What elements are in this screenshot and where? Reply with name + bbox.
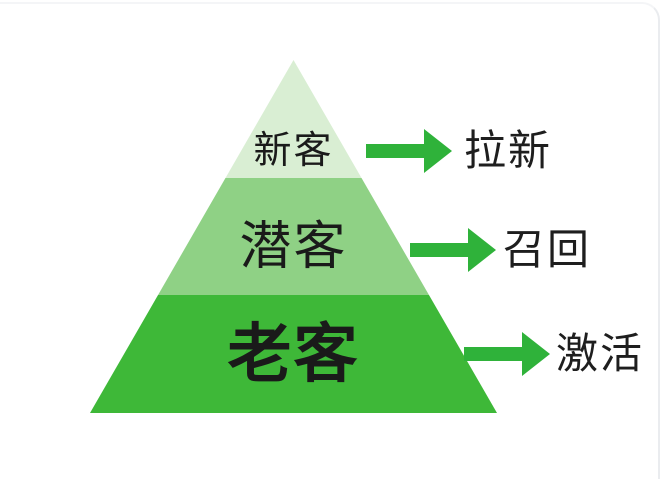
tier-label-new-customers: 新客 — [253, 130, 334, 172]
arrow-shape — [410, 228, 496, 272]
action-label-acquire: 拉新 — [464, 127, 553, 174]
arrow-shape — [464, 332, 550, 376]
pyramid-tier-old-customers: 老客 — [90, 295, 497, 413]
tier-label-potential-customers: 潜客 — [239, 218, 348, 276]
action-row-acquire: 拉新 — [366, 129, 552, 173]
pyramid: 新客 潜客 老客 — [90, 60, 497, 413]
action-row-recall: 召回 — [410, 228, 591, 272]
tier-label-old-customers: 老客 — [227, 318, 360, 390]
block-arrow-right-icon — [464, 332, 550, 376]
action-label-activate: 激活 — [556, 330, 645, 377]
action-label-recall: 召回 — [503, 226, 592, 273]
block-arrow-right-icon — [366, 129, 452, 173]
block-arrow-right-icon — [410, 228, 496, 272]
action-row-activate: 激活 — [464, 332, 644, 376]
arrow-shape — [366, 129, 452, 173]
